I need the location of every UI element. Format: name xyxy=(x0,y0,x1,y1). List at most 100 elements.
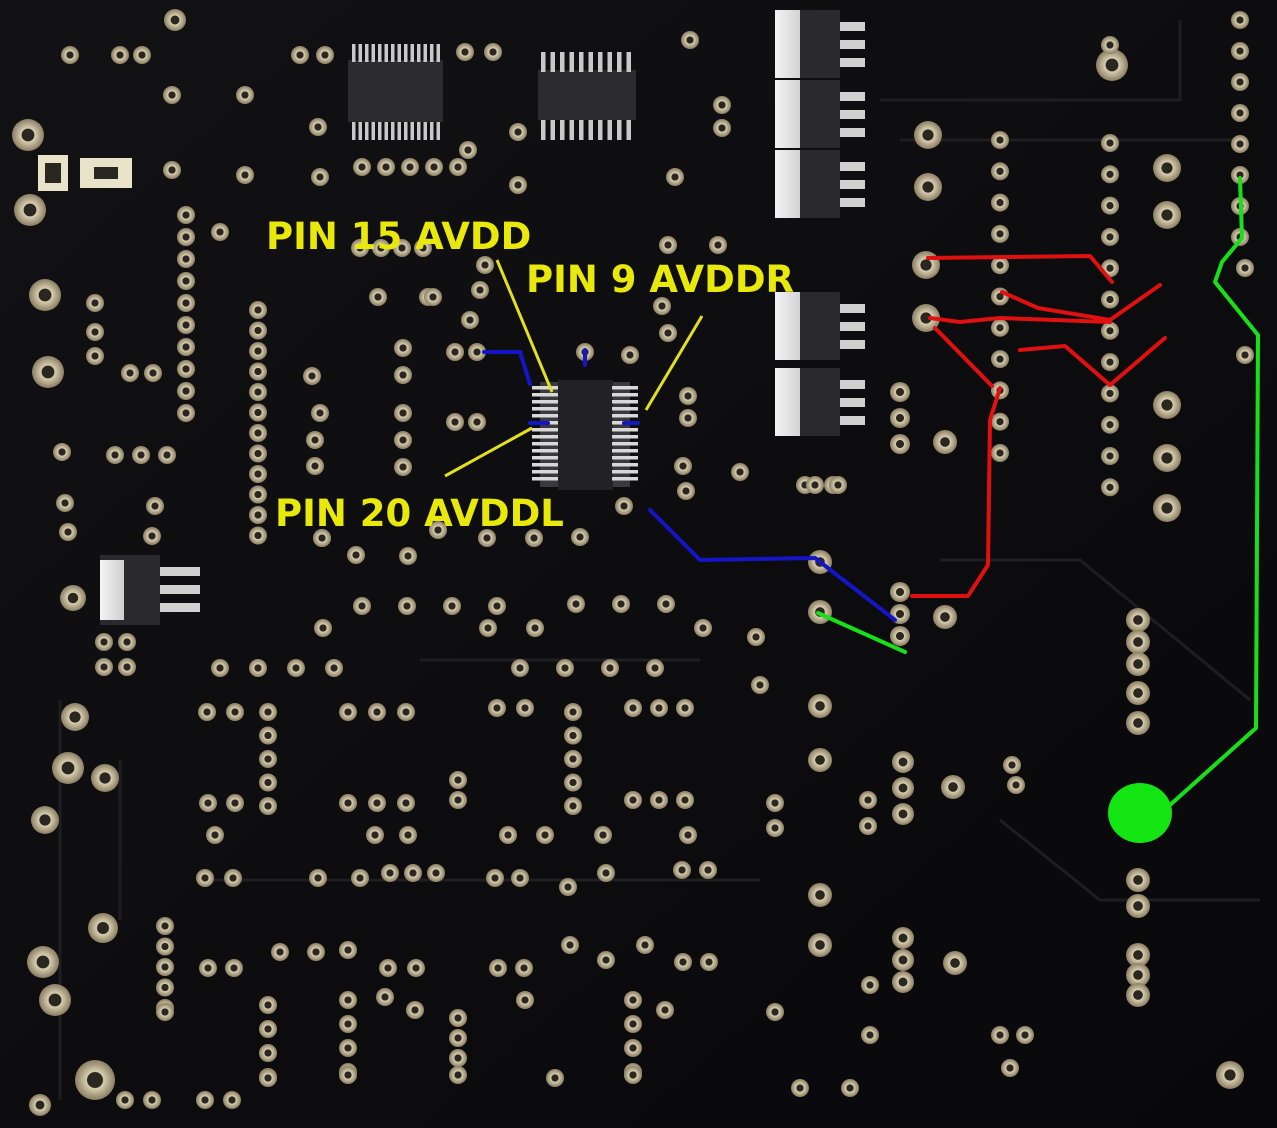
solder-pad xyxy=(564,797,582,815)
solder-pad xyxy=(156,958,174,976)
solder-pad xyxy=(571,528,589,546)
solder-pad xyxy=(156,937,174,956)
solder-pad xyxy=(446,413,464,431)
chip-pin xyxy=(532,435,558,439)
chip-pin xyxy=(532,400,558,404)
solder-pad xyxy=(339,1015,357,1033)
solder-pad xyxy=(249,444,267,463)
solder-pad xyxy=(1101,415,1119,434)
solder-pad xyxy=(177,382,195,400)
smd-component xyxy=(45,163,61,183)
chip-pin xyxy=(612,470,638,474)
solder-pad xyxy=(449,791,467,809)
solder-pad xyxy=(325,659,343,677)
chip-pin xyxy=(612,477,638,481)
solder-pad xyxy=(158,446,176,464)
chip-pin xyxy=(404,44,408,62)
solder-pad xyxy=(249,383,267,401)
solder-pad xyxy=(659,324,677,342)
chip-pin xyxy=(612,407,638,411)
solder-pad xyxy=(106,446,124,464)
solder-pad xyxy=(808,883,832,907)
chip-pin xyxy=(626,120,631,140)
solder-pad xyxy=(892,777,914,799)
solder-pad xyxy=(118,658,136,676)
solder-pad xyxy=(307,943,325,961)
solder-pad xyxy=(653,297,671,315)
chip-pin xyxy=(532,428,558,432)
chip-pin xyxy=(598,52,603,72)
solder-pad xyxy=(393,239,411,257)
solder-pad xyxy=(914,121,942,149)
solder-pad xyxy=(679,387,697,405)
solder-pad xyxy=(121,364,139,382)
voltage-regulator-icon xyxy=(775,368,865,436)
solder-pad xyxy=(488,597,506,615)
solder-pad xyxy=(1126,963,1150,987)
solder-pad xyxy=(624,1039,642,1057)
solder-pad xyxy=(564,726,582,745)
solder-pad xyxy=(249,485,267,504)
solder-pad xyxy=(679,409,697,427)
solder-pad xyxy=(1231,166,1249,184)
solder-pad xyxy=(829,476,847,494)
solder-pad xyxy=(1153,201,1181,229)
ic-chip-icon xyxy=(538,70,636,120)
solder-pad xyxy=(656,1001,674,1019)
chip-pin xyxy=(532,414,558,418)
solder-pad xyxy=(351,869,369,887)
solder-pad xyxy=(509,123,527,141)
chip-pin xyxy=(365,44,369,62)
solder-pad xyxy=(236,86,254,104)
solder-pad xyxy=(1126,894,1150,918)
solder-pad xyxy=(943,951,967,975)
solder-pad xyxy=(414,239,432,257)
solder-pad xyxy=(751,676,769,694)
solder-pad xyxy=(624,991,642,1009)
solder-pad xyxy=(249,659,267,677)
solder-pad xyxy=(52,752,84,784)
solder-pad xyxy=(486,869,504,887)
solder-pad xyxy=(1101,384,1119,403)
solder-pad xyxy=(249,424,267,442)
solder-pad xyxy=(394,458,412,476)
solder-pad xyxy=(111,46,129,64)
chip-pin xyxy=(541,52,546,72)
solder-pad xyxy=(303,367,321,385)
chip-pin xyxy=(607,52,612,72)
solder-pad xyxy=(249,301,267,319)
solder-pad xyxy=(163,161,181,179)
solder-pad xyxy=(314,619,332,637)
solder-pad xyxy=(859,791,877,809)
solder-pad xyxy=(368,794,386,812)
solder-pad xyxy=(890,582,910,602)
solder-pad xyxy=(1153,391,1181,419)
solder-pad xyxy=(650,699,668,717)
solder-pad xyxy=(311,404,329,422)
solder-pad xyxy=(27,946,59,978)
solder-pad xyxy=(316,46,334,64)
solder-pad xyxy=(516,699,534,717)
solder-pad xyxy=(601,659,619,677)
solder-pad xyxy=(861,1026,879,1044)
chip-pin xyxy=(436,122,440,140)
solder-pad xyxy=(700,953,718,971)
ic-chip-icon xyxy=(348,60,443,122)
solder-pad xyxy=(468,343,486,361)
chip-pin xyxy=(532,470,558,474)
solder-pad xyxy=(546,1069,564,1087)
chip-pin xyxy=(430,122,434,140)
solder-pad xyxy=(249,506,267,524)
chip-pin xyxy=(626,52,631,72)
solder-pad xyxy=(163,86,181,104)
solder-pad xyxy=(259,726,277,745)
chip-pin xyxy=(532,456,558,460)
solder-pad xyxy=(1126,630,1150,654)
solder-pad xyxy=(164,9,186,31)
voltage-regulator-icon xyxy=(775,80,865,148)
solder-pad xyxy=(394,404,412,422)
solder-pad xyxy=(177,206,195,224)
chip-pin xyxy=(391,122,395,140)
solder-pad xyxy=(681,31,699,49)
solder-pad xyxy=(249,403,267,422)
